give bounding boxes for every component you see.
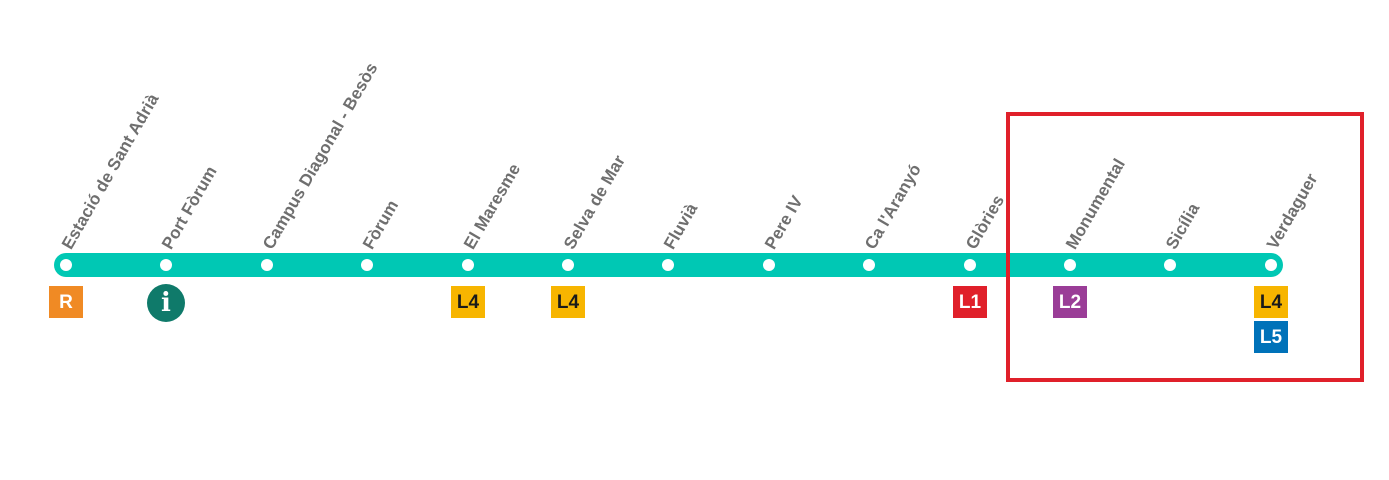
stop-dot [763,259,775,271]
stop-dot [662,259,674,271]
stop-dot [863,259,875,271]
info-icon: i [147,284,185,322]
connection-badges: R [49,286,83,321]
station-name: Glòries [962,191,1009,253]
stop-dot [1164,259,1176,271]
metro-line-l1-badge: L1 [953,286,987,318]
station-name: Fòrum [359,196,403,253]
metro-line-l4-badge: L4 [1254,286,1288,318]
connection-badges: L1 [953,286,987,321]
station-name: Estació de Sant Adrià [58,90,163,253]
highlight-box [1006,112,1364,382]
rail-connection-badge: R [49,286,83,318]
stop-dot [60,259,72,271]
stop-dot [562,259,574,271]
connection-badges: L4 [451,286,485,321]
station-name: Ca l'Aranyó [861,160,925,253]
stop-dot [462,259,474,271]
metro-line-l2-badge: L2 [1053,286,1087,318]
stop-dot [964,259,976,271]
station-name: Fluvià [660,199,702,253]
station-name: Port Fòrum [158,162,221,253]
station-name: Pere IV [761,192,807,253]
stop-dot [261,259,273,271]
connection-badges: L2 [1053,286,1087,321]
connection-badges: i [147,284,185,325]
stop-dot [160,259,172,271]
metro-line-l4-badge: L4 [551,286,585,318]
stop-dot [1265,259,1277,271]
station-name: El Maresme [460,160,525,253]
stop-dot [1064,259,1076,271]
connection-badges: L4 [551,286,585,321]
station-name: Selva de Mar [560,151,630,253]
metro-line-l4-badge: L4 [451,286,485,318]
stop-dot [361,259,373,271]
station-name: Campus Diagonal - Besòs [259,59,382,253]
metro-line-l5-badge: L5 [1254,321,1288,353]
